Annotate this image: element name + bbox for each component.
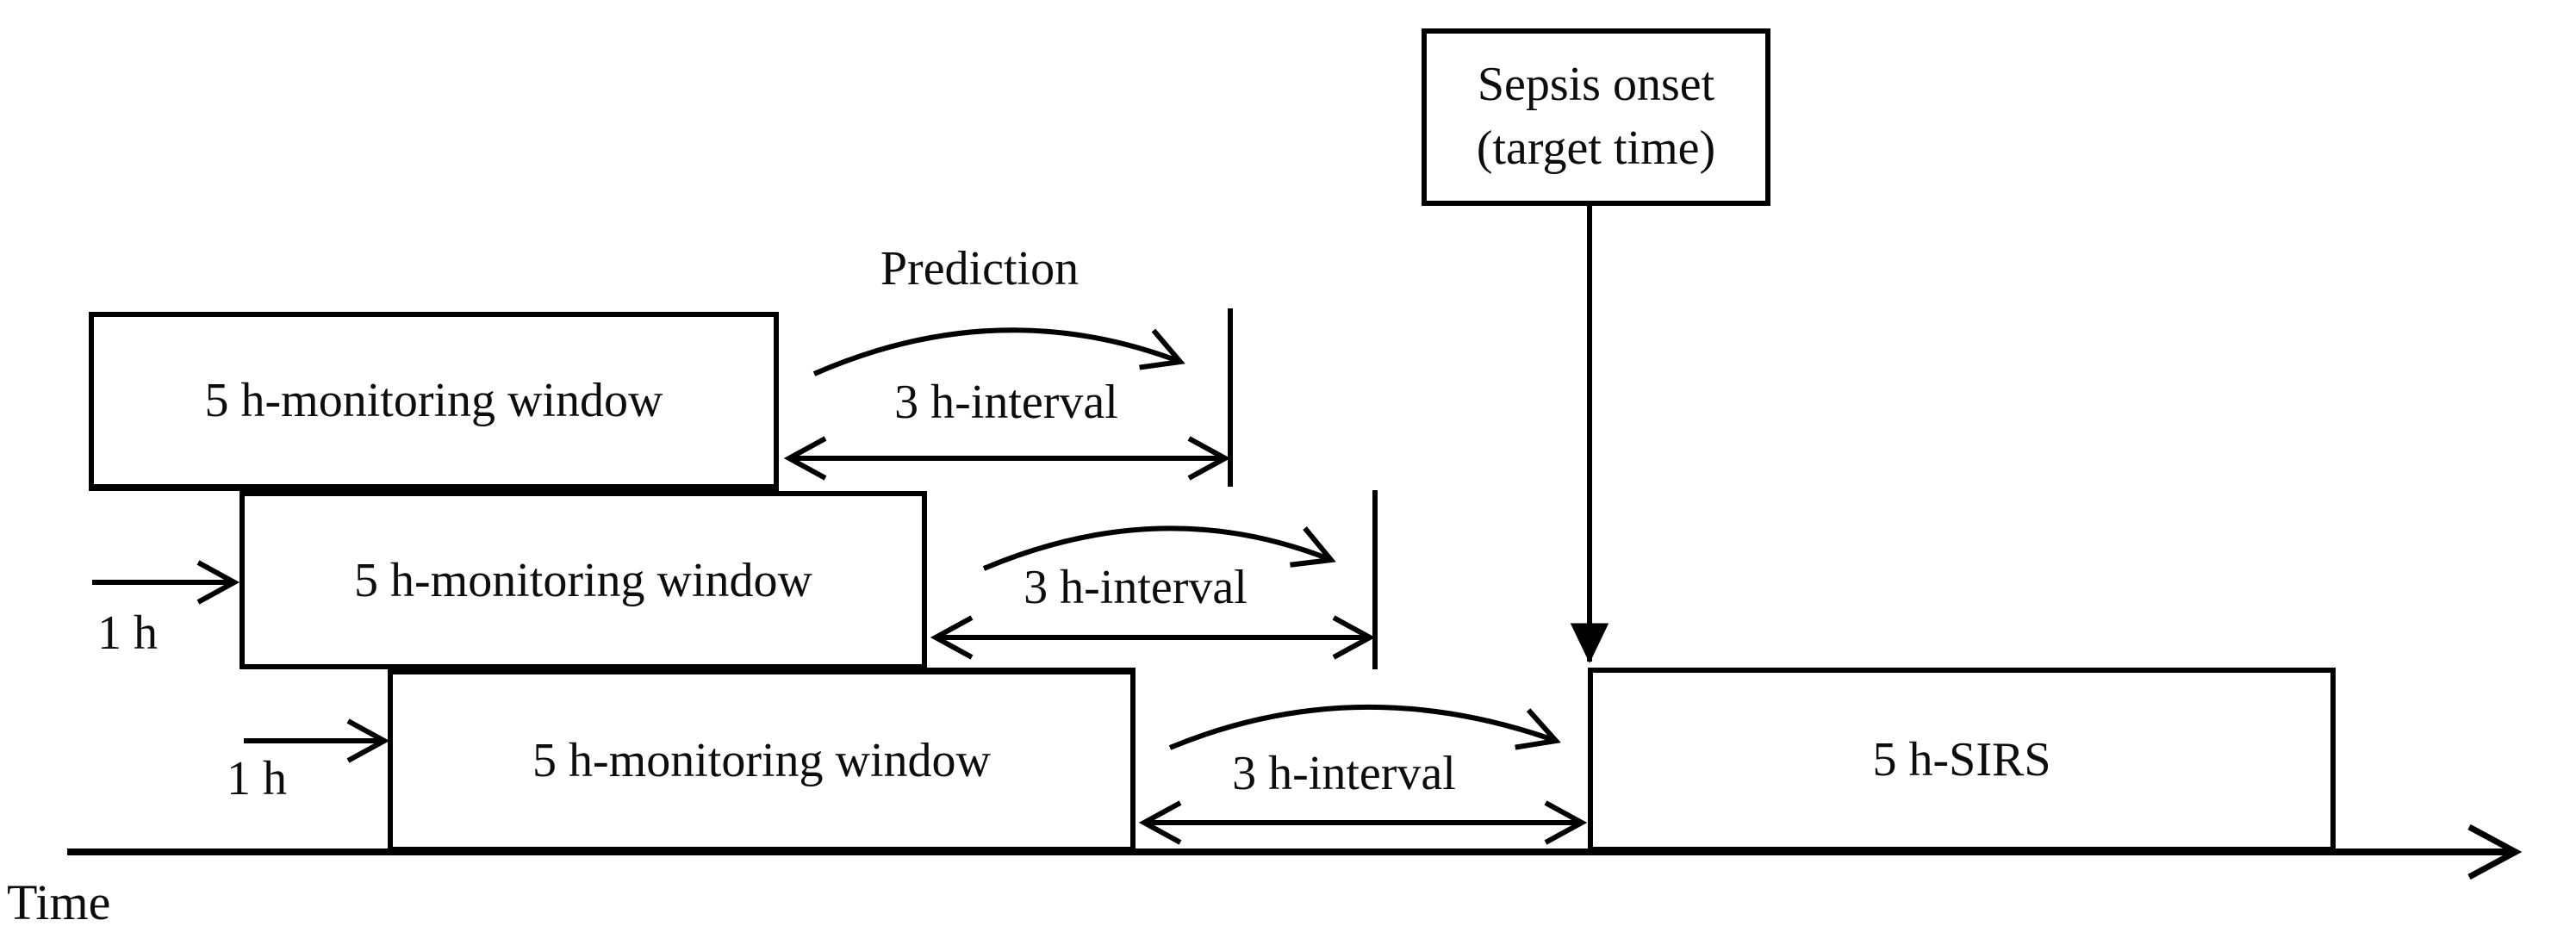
sepsis-onset-box: Sepsis onset (target time) bbox=[1422, 28, 1770, 206]
interval-label-2: 3 h-interval bbox=[1024, 561, 1248, 614]
sirs-box: 5 h-SIRS bbox=[1588, 668, 2336, 852]
interval-label-3: 3 h-interval bbox=[1232, 747, 1456, 800]
interval-label-1: 3 h-interval bbox=[894, 376, 1118, 429]
monitoring-window-label-3: 5 h-monitoring window bbox=[532, 734, 991, 787]
monitoring-window-box-1: 5 h-monitoring window bbox=[89, 312, 779, 491]
one-hour-label-1: 1 h bbox=[97, 606, 158, 660]
prediction-arc-1 bbox=[812, 327, 1180, 376]
monitoring-window-label-2: 5 h-monitoring window bbox=[354, 553, 812, 607]
sepsis-onset-label-line1: Sepsis onset bbox=[1477, 58, 1715, 112]
sirs-label: 5 h-SIRS bbox=[1872, 733, 2051, 786]
monitoring-window-box-3: 5 h-monitoring window bbox=[388, 668, 1136, 852]
time-axis-label: Time bbox=[7, 874, 111, 930]
prediction-label: Prediction bbox=[880, 242, 1080, 295]
prediction-arc-2 bbox=[982, 525, 1331, 571]
sepsis-onset-label-line2: (target time) bbox=[1476, 121, 1716, 175]
monitoring-window-label-1: 5 h-monitoring window bbox=[204, 374, 663, 427]
one-hour-label-2: 1 h bbox=[227, 752, 287, 805]
prediction-arc-3 bbox=[1168, 704, 1556, 750]
monitoring-window-box-2: 5 h-monitoring window bbox=[240, 491, 927, 669]
